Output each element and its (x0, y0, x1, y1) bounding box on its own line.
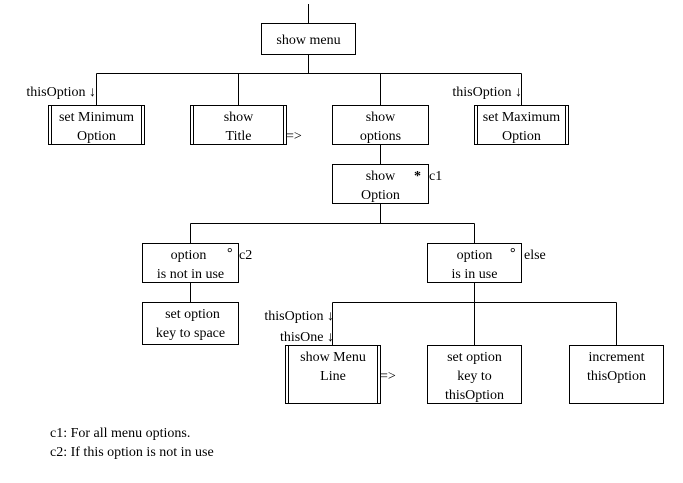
label-increment-thisoption-line2: thisOption (587, 369, 646, 384)
label-show-options-line1: show (366, 110, 396, 125)
label-set-minimum-option-line2: Option (77, 129, 116, 144)
condition-label-else: else (524, 248, 546, 263)
box-show-menu (261, 23, 356, 55)
box-show-options (332, 105, 429, 145)
condition-notes: c1: For all menu options. c2: If this op… (50, 424, 214, 462)
connector-lines (96, 4, 617, 345)
label-show-option-line1: show (366, 169, 396, 184)
label-set-maximum-option-line1: set Maximum (483, 110, 560, 125)
label-set-option-key-to-space-line2: key to space (156, 326, 225, 341)
process-boxes (48, 23, 664, 404)
iteration-marker: * (414, 169, 421, 184)
box-show-title (190, 105, 287, 145)
label-show-option-line2: Option (361, 188, 400, 203)
label-set-option-key-to-thisoption-line3: thisOption (445, 388, 504, 403)
label-option-not-in-use-line2: is not in use (157, 267, 224, 282)
box-set-option-key-to-thisoption (427, 345, 522, 404)
box-set-maximum-option (474, 105, 569, 145)
note-c2: c2: If this option is not in use (50, 445, 214, 460)
label-set-option-key-to-space-line1: set option (165, 307, 220, 322)
box-show-menu-line (285, 345, 381, 404)
box-option-not-in-use (142, 243, 239, 283)
label-show-menu-line-line2: Line (320, 369, 346, 384)
selection-marker-not-in-use: ° (227, 246, 233, 261)
label-option-not-in-use-line1: option (171, 248, 207, 263)
label-show-menu: show menu (276, 33, 340, 48)
flow-thisone-show-menu-line: thisOne ↓ (280, 330, 334, 345)
label-increment-thisoption-line1: increment (589, 350, 645, 365)
condition-label-c1: c1 (429, 169, 442, 184)
flow-thisoption-show-menu-line: thisOption ↓ (264, 309, 334, 324)
label-set-option-key-to-thisoption-line1: set option (447, 350, 502, 365)
selection-marker-in-use: ° (510, 246, 516, 261)
label-show-options-line2: options (360, 129, 401, 144)
box-labels: show menu set Minimum Option show Title … (59, 33, 646, 403)
label-option-in-use-line2: is in use (452, 267, 498, 282)
box-show-option (332, 164, 429, 204)
flow-thisoption-set-minimum: thisOption ↓ (26, 85, 96, 100)
label-show-menu-line-line1: show Menu (300, 350, 366, 365)
label-option-in-use-line1: option (457, 248, 493, 263)
flow-thisoption-set-maximum: thisOption ↓ (452, 85, 522, 100)
flow-arrow-show-title: => (286, 129, 302, 144)
flow-arrow-show-menu-line: => (380, 369, 396, 384)
box-increment-thisoption (569, 345, 664, 404)
label-set-maximum-option-line2: Option (502, 129, 541, 144)
box-set-option-key-to-space (142, 302, 239, 345)
label-set-minimum-option-line1: set Minimum (59, 110, 134, 125)
note-c1: c1: For all menu options. (50, 426, 191, 441)
label-show-title-line2: Title (226, 129, 252, 144)
data-flow-annotations: thisOption ↓ thisOption ↓ => thisOption … (26, 85, 522, 384)
condition-label-c2: c2 (239, 248, 252, 263)
label-show-title-line1: show (224, 110, 254, 125)
label-set-option-key-to-thisoption-line2: key to (457, 369, 492, 384)
box-option-in-use (427, 243, 522, 283)
box-set-minimum-option (48, 105, 145, 145)
structure-markers: * c1 ° c2 ° else (227, 169, 546, 263)
